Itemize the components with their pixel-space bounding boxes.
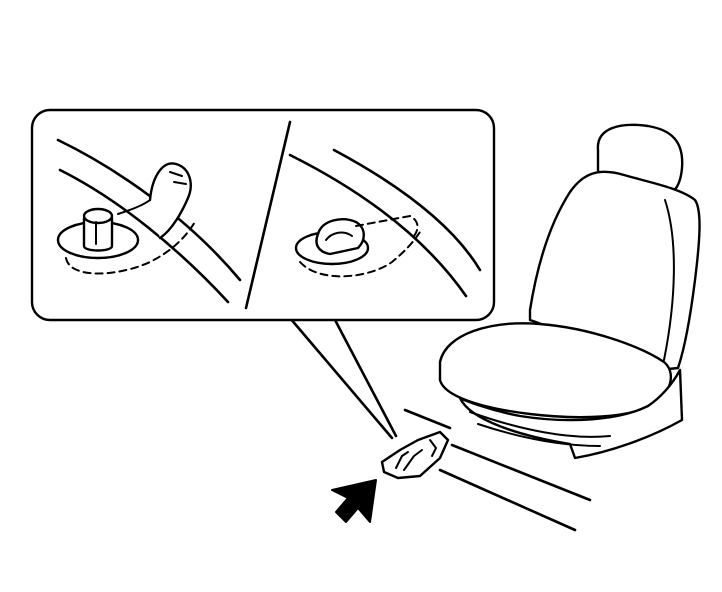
- floor-rail: [403, 408, 592, 532]
- detail-callout-icon: [30, 108, 496, 322]
- anchor-bracket-icon: [380, 430, 450, 480]
- pointer-arrow-icon: [331, 479, 377, 523]
- seat-icon: [438, 123, 701, 460]
- callout-leader: [288, 316, 398, 440]
